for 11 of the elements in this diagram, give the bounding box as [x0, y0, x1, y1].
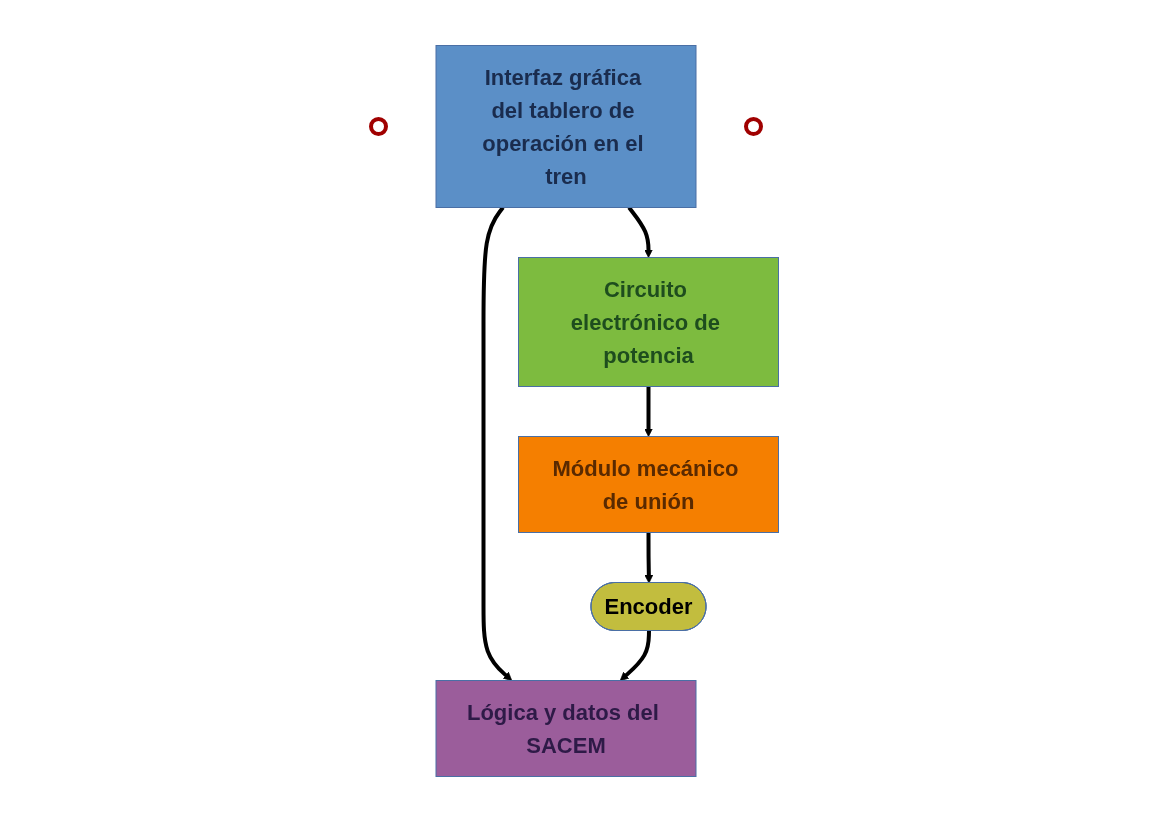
- node-box: Interfaz gráfica del tablero de operación en el tren: [435, 45, 697, 208]
- node-box: Módulo mecánico de unión: [517, 436, 779, 533]
- arrow: [627, 206, 653, 258]
- arrow: [644, 532, 653, 584]
- node-ellipse: [368, 117, 388, 136]
- node-box: Lógica y datos del SACEM: [435, 680, 697, 777]
- arrow: [619, 630, 651, 681]
- node-box: Circuito electrónico de potencia: [517, 257, 779, 387]
- arrow: [481, 206, 512, 681]
- node-ellipse: [743, 117, 763, 136]
- arrow: [643, 386, 653, 437]
